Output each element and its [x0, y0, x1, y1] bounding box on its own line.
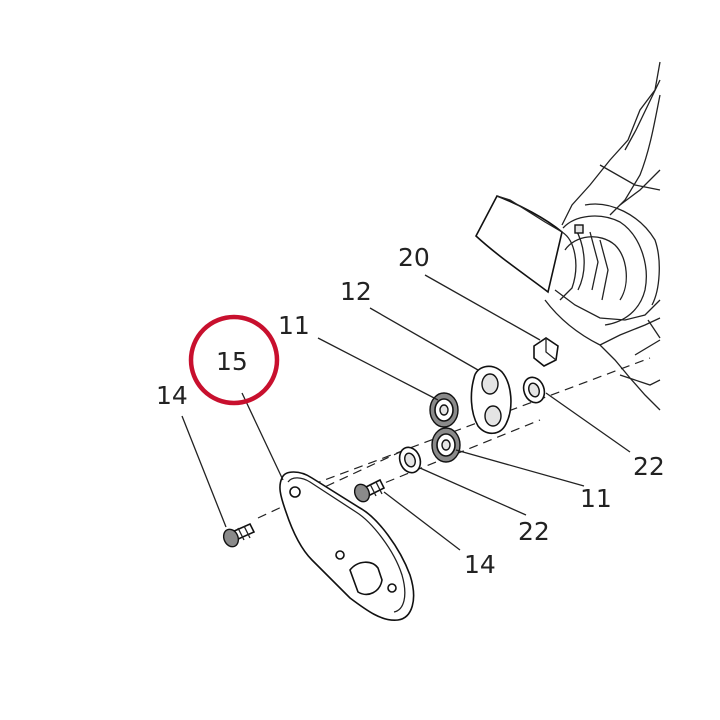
- link-plate-part-12: [470, 365, 512, 435]
- callout-20: 20: [398, 243, 430, 272]
- machine-housing: [475, 61, 661, 411]
- washer-part-22-right: [522, 376, 546, 404]
- callout-22-center: 22: [518, 517, 550, 546]
- callout-labels: 20 12 11 15 14 22 11 22 14: [156, 243, 665, 579]
- callout-11-upper: 11: [278, 311, 310, 340]
- callout-14-center: 14: [464, 550, 496, 579]
- callout-12: 12: [340, 277, 372, 306]
- leader-lines: [181, 274, 631, 551]
- screw-part-14-left: [222, 522, 256, 548]
- screw-part-14-center: [353, 478, 386, 503]
- nut-part-20: [533, 337, 559, 367]
- callout-11-lower: 11: [580, 484, 612, 513]
- callout-15: 15: [216, 347, 248, 376]
- washer-part-22-center: [398, 446, 422, 474]
- callout-22-right: 22: [633, 452, 665, 481]
- bracket-plate-part-15: [279, 471, 415, 621]
- highlight-circle: [188, 314, 280, 406]
- gear-part-11-lower: [431, 427, 461, 463]
- callout-14-left: 14: [156, 381, 188, 410]
- gear-part-11-upper: [429, 392, 459, 428]
